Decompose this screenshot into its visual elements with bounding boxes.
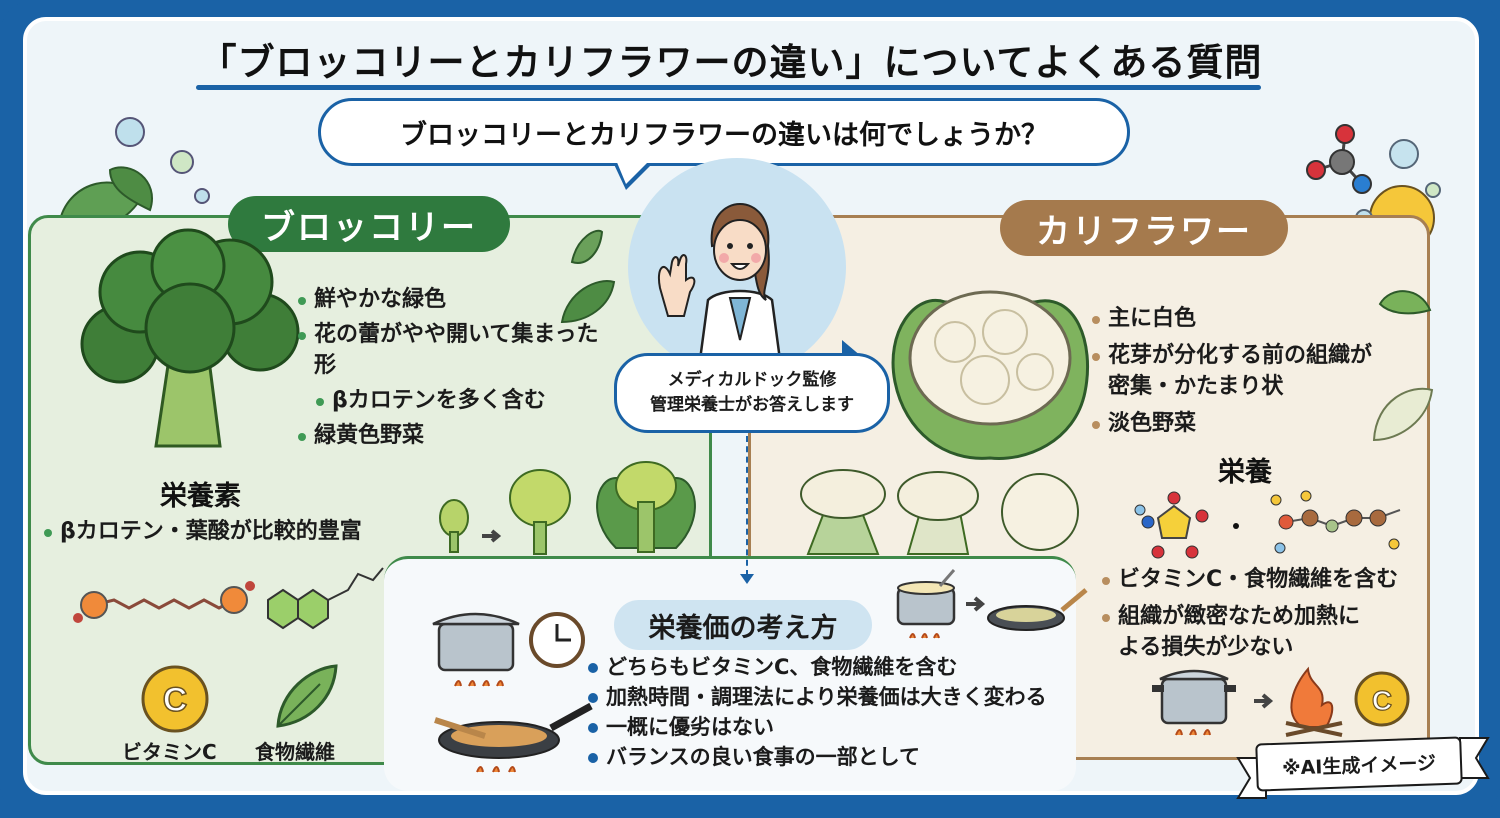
nutrition-value-item: どちらもビタミンC、食物繊維を含む [586,652,1106,682]
pot-to-fire-icon: C [1152,666,1410,737]
bullet-icon [588,723,598,733]
cauliflower-feature-item: 主に白色 [1090,303,1420,334]
ai-generated-disclaimer: ※AI生成イメージ [1255,736,1463,792]
bullet-icon [1092,316,1100,324]
leaf-icon [1372,290,1434,442]
broccoli-label: ブロッコリー [228,196,510,252]
leaf-icon [560,229,616,324]
bullet-icon [1102,614,1110,622]
broccoli-feature-item: 鮮やかな緑色 [296,284,616,315]
broccoli-feature-item: βカロテンを多く含む [296,385,616,416]
nutrition-value-list: どちらもビタミンC、食物繊維を含む 加熱時間・調理法により栄養価は大きく変わる … [586,652,1106,772]
connector-line [746,436,748,576]
cauliflower-feature-item: 淡色野菜 [1090,408,1420,439]
cauliflower-nutrition-list: ビタミンC・食物繊維を含む 組織が緻密なため加熱による損失が少ない [1100,564,1430,669]
supervisor-badge: メディカルドック監修 管理栄養士がお答えします [614,353,890,433]
bullet-icon [1092,353,1100,361]
bullet-icon [298,433,306,441]
supervisor-line-2: 管理栄養士がお答えします [650,395,854,415]
bullet-icon [588,753,598,763]
cauliflower-nutrition-heading: 栄養 [1218,457,1272,488]
supervisor-line-1: メディカルドック監修 [667,370,837,390]
fiber-label: 食物繊維 [255,740,335,764]
cooking-pot-and-pan-icon [432,612,593,773]
title-underline [196,85,1261,90]
nutritionist-avatar [658,203,782,362]
broccoli-features-list: 鮮やかな緑色 花の蕾がやや開いて集まった形 βカロテンを多く含む 緑黄色野菜 [296,284,616,455]
nutrition-value-heading: 栄養価の考え方 [614,600,872,650]
cauliflower-label: カリフラワー [1000,200,1288,256]
vitamin-c-molecule-icon [1134,491,1239,559]
cauliflower-stages-icon [800,469,1079,555]
bullet-icon [588,663,598,673]
svg-text:C: C [1372,685,1392,716]
cauliflower-icon [891,290,1090,460]
folic-acid-molecule-icon [267,567,384,630]
nutrition-value-item: バランスの良い食事の一部として [586,742,1106,772]
cauliflower-nutrition-item: ビタミンC・食物繊維を含む [1100,564,1430,595]
broccoli-nutrition-heading: 栄養素 [160,481,241,512]
cauliflower-features-list: 主に白色 花芽が分化する前の組織が密集・かたまり状 淡色野菜 [1090,303,1420,445]
broccoli-icon [80,228,300,448]
bubbles-decoration-left [115,117,210,204]
nutrition-value-item: 一概に優劣はない [586,712,1106,742]
svg-text:C: C [163,681,188,719]
nutrition-value-item: 加熱時間・調理法により栄養価は大きく変わる [586,682,1106,712]
arrow-down-icon [740,574,754,584]
cauliflower-feature-item: 花芽が分化する前の組織が密集・かたまり状 [1090,340,1390,402]
question-text: ブロッコリーとカリフラワーの違いは何でしょうか？ [400,119,1048,151]
question-bubble-tail-inner [616,160,650,184]
bullet-icon [588,693,598,703]
page-title: 「ブロッコリーとカリフラワーの違い」についてよくある質問 [199,41,1263,84]
bullet-icon [1092,421,1100,429]
boil-to-stirfry-icon [896,569,1088,639]
bullet-icon [316,398,324,406]
broccoli-growth-stages-icon [439,461,696,555]
cauliflower-nutrition-item: 組織が緻密なため加熱による損失が少ない [1100,601,1370,663]
bullet-icon [1102,577,1110,585]
broccoli-nutrition-item: βカロテン・葉酸が比較的豊富 [42,516,442,547]
fiber-leaf-icon [276,664,338,728]
question-bubble: ブロッコリーとカリフラワーの違いは何でしょうか？ [318,98,1130,166]
bullet-icon [44,529,52,537]
broccoli-nutrition-list: βカロテン・葉酸が比較的豊富 [42,516,442,547]
fiber-molecule-icon [1270,490,1401,554]
broccoli-feature-item: 緑黄色野菜 [296,420,616,451]
bullet-icon [298,332,306,340]
bullet-icon [298,297,306,305]
vitamin-c-label: ビタミンC [122,740,217,764]
vitamin-c-icon: C [141,665,209,733]
beta-carotene-molecule-icon [73,581,255,623]
broccoli-feature-item: 花の蕾がやや開いて集まった形 [296,319,616,381]
